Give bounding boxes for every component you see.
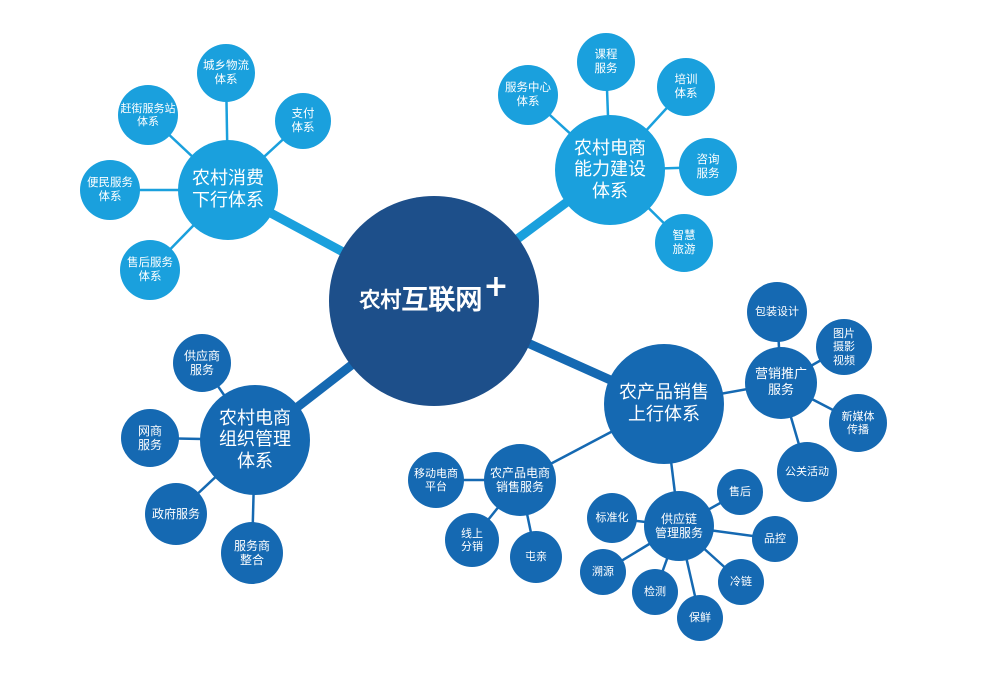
center-text: 农村	[359, 288, 402, 313]
org-item-supplier: 供应商 服务	[173, 334, 231, 392]
capacity-node: 农村电商 能力建设 体系	[555, 115, 665, 225]
ecommerce-item-distribution: 线上 分销	[445, 513, 499, 567]
supply-item-trace: 溯源	[580, 549, 626, 595]
supply-item-standard: 标准化	[587, 493, 637, 543]
marketing-item-packaging: 包装设计	[747, 282, 807, 342]
supply-item-freshness: 保鲜	[677, 595, 723, 641]
consumption-item-convenience: 便民服务 体系	[80, 160, 140, 220]
marketing-item-pr: 公关活动	[777, 442, 837, 502]
marketing-item-newmedia: 新媒体 传播	[829, 394, 887, 452]
center-plus: +	[483, 269, 509, 304]
marketing-item-photo: 图片 摄影 视频	[816, 319, 872, 375]
consumption-node: 农村消费 下行体系	[178, 140, 278, 240]
capacity-item-training: 培训 体系	[657, 58, 715, 116]
ecommerce-item-tunqin: 屯亲	[510, 531, 562, 583]
marketing-node: 营销推广 服务	[745, 347, 817, 419]
org-item-government: 政府服务	[145, 483, 207, 545]
center-node: 农村互联网+	[329, 196, 539, 406]
consumption-item-payment: 支付 体系	[275, 93, 331, 149]
organization-node: 农村电商 组织管理 体系	[200, 385, 310, 495]
supply-item-coldchain: 冷链	[718, 559, 764, 605]
capacity-item-tourism: 智慧 旅游	[655, 214, 713, 272]
sales-node: 农产品销售 上行体系	[604, 344, 724, 464]
supply-node: 供应链 管理服务	[644, 491, 714, 561]
center-emphasis: 互联网	[401, 284, 483, 316]
org-item-netshop: 网商 服务	[121, 409, 179, 467]
capacity-item-course: 课程 服务	[577, 33, 635, 91]
capacity-item-consult: 咨询 服务	[679, 138, 737, 196]
consumption-item-logistics: 城乡物流 体系	[197, 44, 255, 102]
consumption-item-aftersale: 售后服务 体系	[120, 240, 180, 300]
capacity-item-center: 服务中心 体系	[498, 65, 558, 125]
supply-item-testing: 检测	[632, 569, 678, 615]
ecommerce-node: 农产品电商 销售服务	[484, 444, 556, 516]
org-item-integration: 服务商 整合	[221, 522, 283, 584]
supply-item-aftersale: 售后	[717, 469, 763, 515]
supply-item-quality: 品控	[752, 516, 798, 562]
ecommerce-item-mobile: 移动电商 平台	[408, 452, 464, 508]
consumption-item-station: 赶街服务站 体系	[118, 85, 178, 145]
